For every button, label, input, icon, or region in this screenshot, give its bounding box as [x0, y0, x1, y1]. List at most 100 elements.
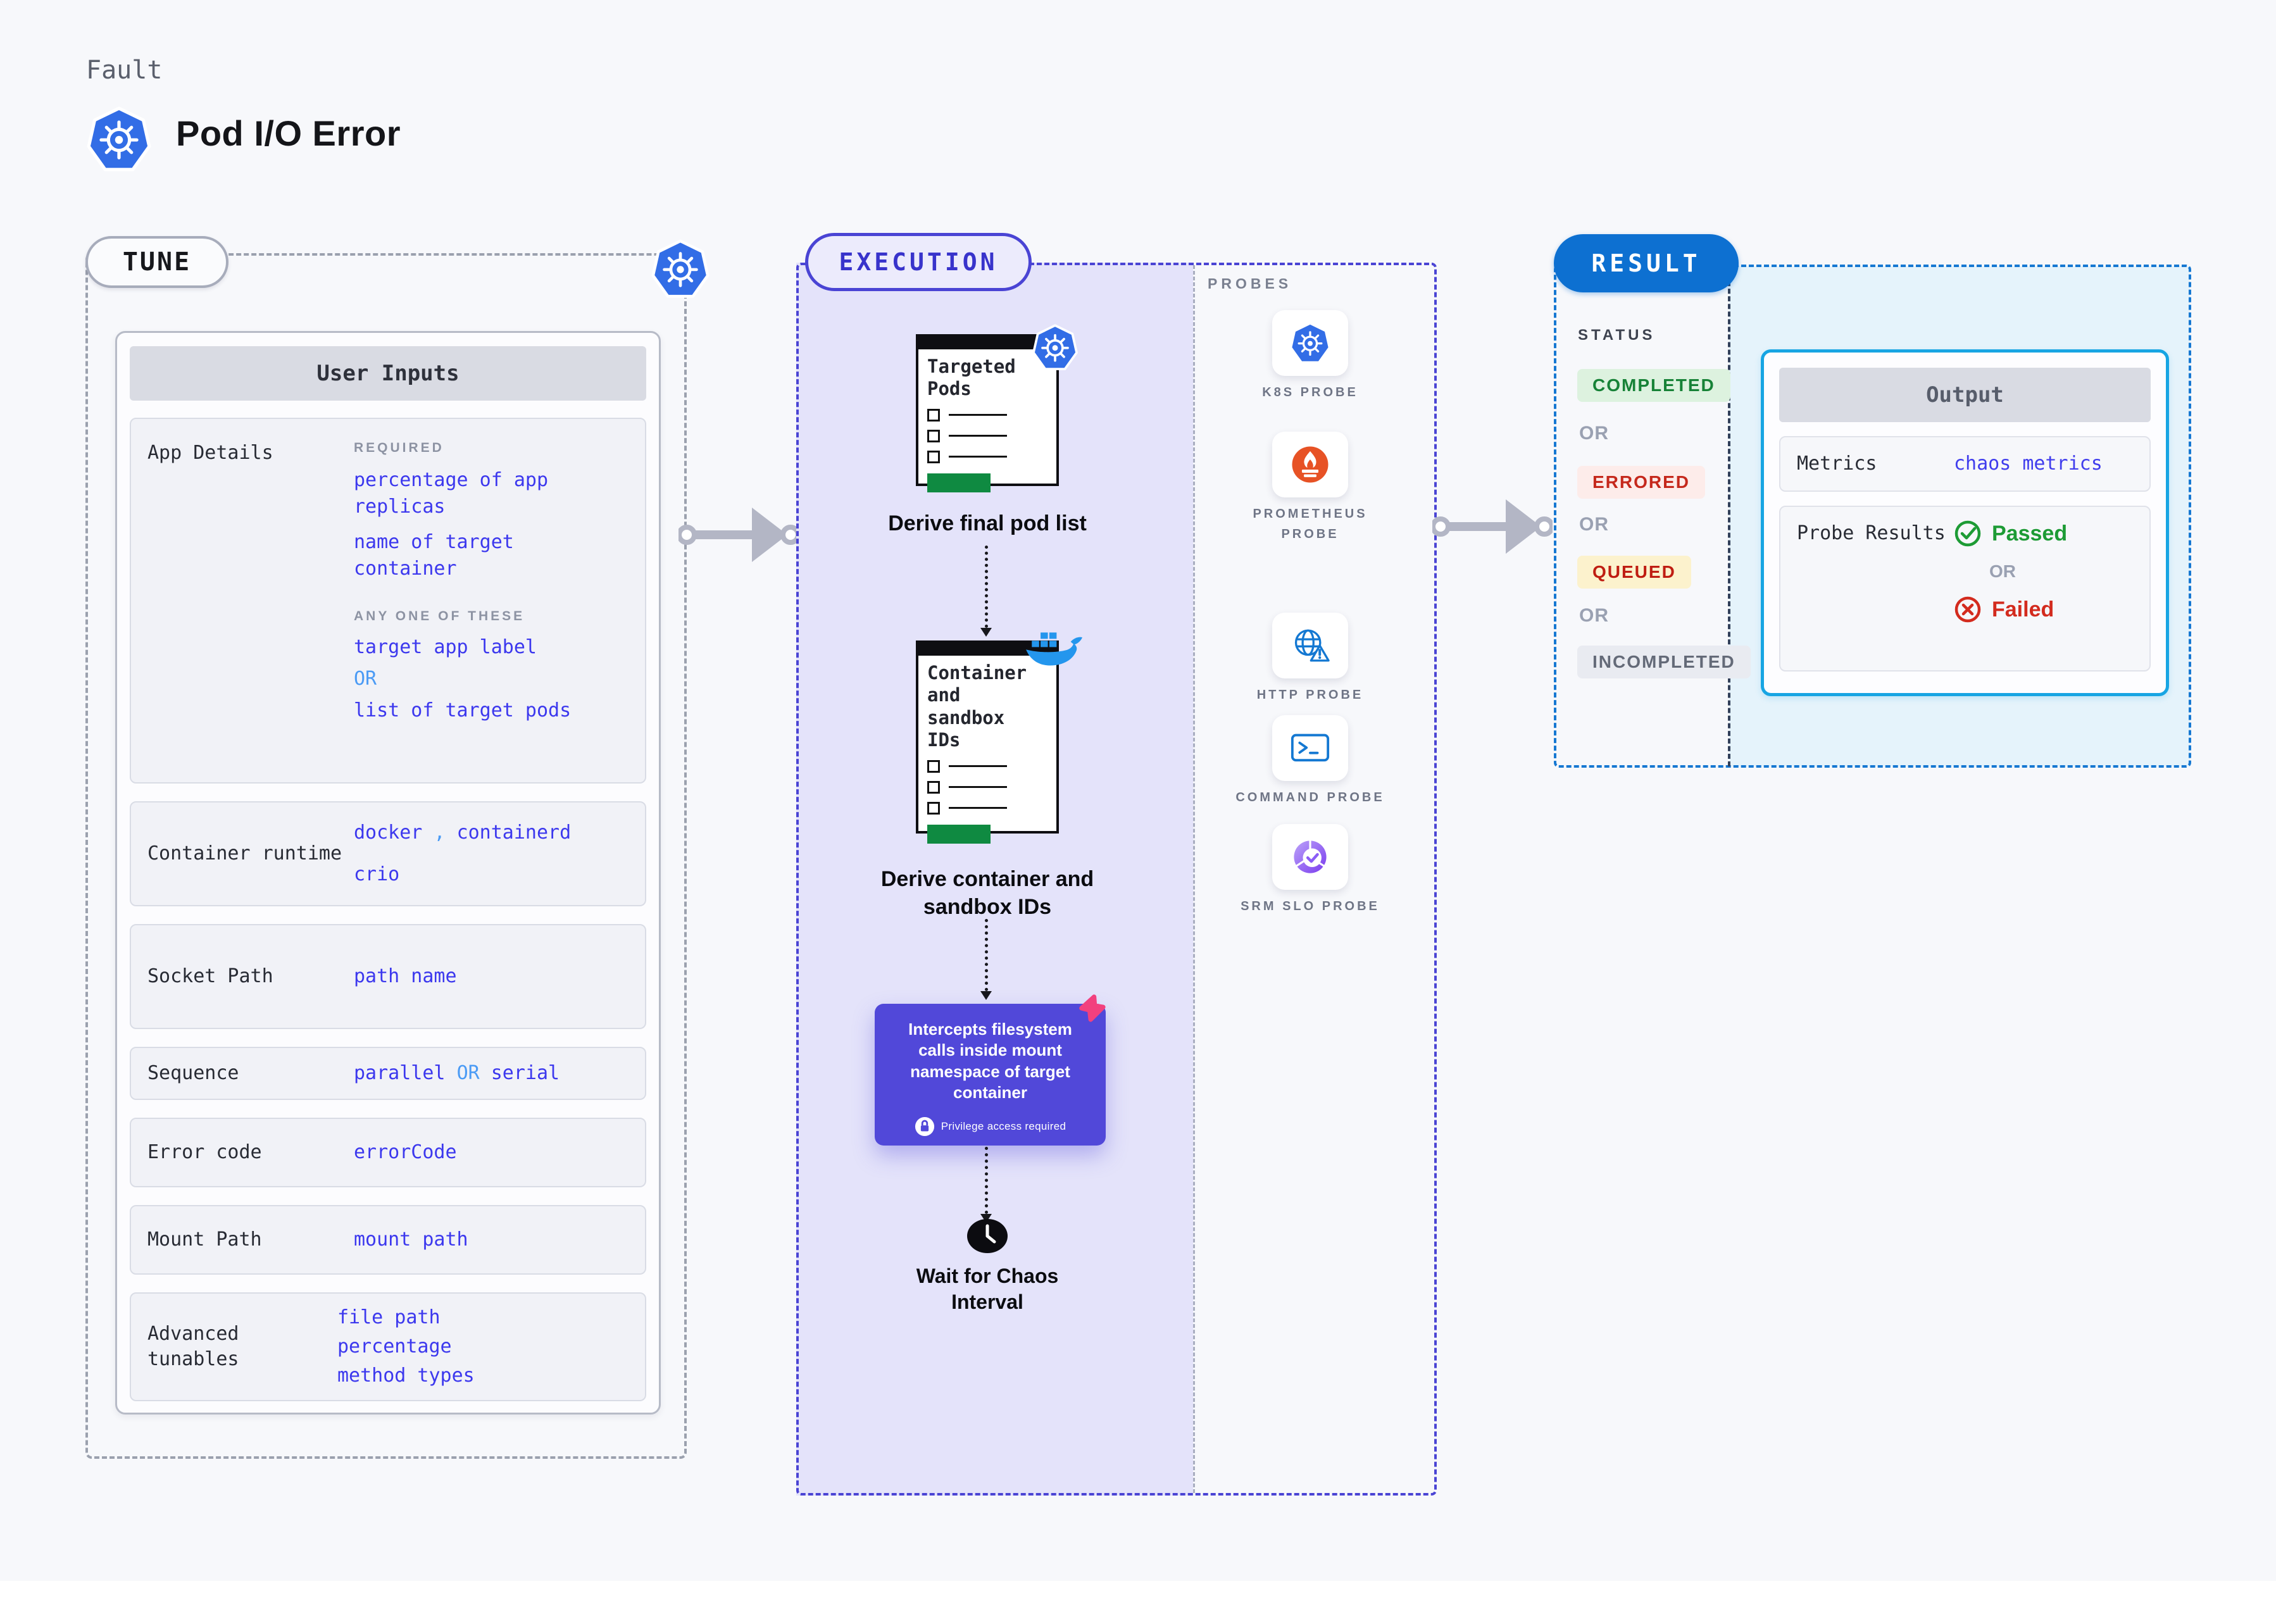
checklist-item [927, 780, 1047, 794]
error-code-value: errorCode [354, 1141, 457, 1163]
row-label: Sequence [147, 1062, 239, 1084]
flow-arrow-execution-to-result [1432, 492, 1553, 561]
dotted-arrow-down [980, 546, 992, 637]
runtime-value: docker [354, 821, 423, 844]
wait-caption: Wait for Chaos Interval [916, 1265, 1059, 1313]
probe-card-prometheus [1272, 432, 1348, 497]
probe-label: HTTP PROBE [1256, 688, 1364, 702]
probe-card-command [1272, 715, 1348, 781]
status-badge-errored: ERRORED [1577, 466, 1706, 499]
status-badge-queued: QUEUED [1577, 556, 1691, 589]
targeted-pods-node: Targeted Pods [916, 334, 1059, 492]
checklist-item [927, 408, 1047, 422]
x-circle-icon [1954, 596, 1982, 623]
page-title: Pod I/O Error [176, 113, 401, 153]
kubernetes-icon [1289, 322, 1331, 364]
intercept-text: Intercepts filesystem calls inside mount… [908, 1020, 1072, 1102]
mount-path-value: mount path [354, 1228, 468, 1251]
or-connector: OR [1579, 605, 1609, 626]
kubernetes-icon [651, 239, 710, 299]
probe-card-srm-slo [1272, 824, 1348, 890]
docker-icon [1024, 628, 1082, 672]
slo-pie-check-icon [1290, 837, 1330, 877]
row-label: Container runtime [147, 842, 342, 865]
kubernetes-icon [86, 106, 152, 172]
result-section-frame [1554, 265, 2191, 768]
status-badge-incompleted: INCOMPLETED [1577, 646, 1751, 678]
checklist-item [927, 429, 1047, 442]
user-inputs-header: User Inputs [130, 346, 646, 401]
metrics-label: Metrics [1797, 453, 1877, 475]
progress-bar [927, 824, 991, 844]
bottom-strip [0, 1581, 2276, 1624]
any-one-heading: ANY ONE OF THESE [354, 609, 525, 623]
probe-results-label: Probe Results [1797, 522, 1946, 544]
socket-path-value: path name [354, 965, 457, 987]
comma-separator: , [434, 821, 446, 844]
progress-bar [927, 473, 991, 492]
row-error-code: Error code errorCode [130, 1118, 646, 1187]
sequence-value: parallel [354, 1062, 446, 1084]
option-value: list of target pods [354, 699, 572, 721]
intercept-step-card: Intercepts filesystem calls inside mount… [875, 1004, 1106, 1146]
row-socket-path: Socket Path path name [130, 924, 646, 1029]
doc-title: Container and sandbox IDs [927, 662, 1027, 751]
checklist-item [927, 450, 1047, 463]
lock-icon [915, 1116, 935, 1137]
status-badge-completed: COMPLETED [1577, 369, 1730, 402]
doc-title-bar [918, 643, 1056, 656]
row-advanced-tunables: Advanced tunables file path percentage m… [130, 1292, 646, 1401]
checklist-item [927, 759, 1047, 773]
node-caption: Derive final pod list [888, 511, 1087, 535]
globe-warning-icon [1289, 625, 1331, 666]
result-section-pill: RESULT [1554, 234, 1739, 292]
execution-section-frame [796, 263, 1437, 1496]
row-app-details: App Details REQUIRED percentage of app r… [130, 418, 646, 784]
row-label: Socket Path [147, 965, 273, 987]
checklist-item [927, 801, 1047, 815]
fault-eyebrow: Fault [86, 56, 163, 85]
or-connector: OR [1579, 514, 1609, 535]
runtime-value: containerd [456, 821, 572, 844]
clock-icon [966, 1218, 1008, 1254]
runtime-value: crio [354, 863, 400, 885]
metrics-row: Metrics chaos metrics [1779, 436, 2151, 492]
failed-label: Failed [1992, 597, 2054, 621]
probes-heading: PROBES [1208, 275, 1292, 292]
row-label: Advanced tunables [147, 1323, 239, 1370]
row-label: App Details [147, 442, 273, 464]
passed-label: Passed [1992, 521, 2068, 546]
probe-card-http [1272, 613, 1348, 678]
row-sequence: Sequence parallel OR serial [130, 1047, 646, 1100]
probe-label: K8S PROBE [1262, 385, 1358, 399]
execution-probes-divider [1193, 265, 1195, 1493]
doc-title: Targeted Pods [927, 356, 1016, 400]
tunable-value: method types [337, 1365, 475, 1387]
sequence-value: serial [491, 1062, 560, 1084]
doc-title-bar [918, 337, 1056, 349]
or-connector: OR [354, 668, 377, 690]
flow-arrow-tune-to-execution [678, 500, 799, 570]
or-connector: OR [1989, 561, 2016, 581]
tune-section-frame [85, 253, 687, 1459]
dotted-arrow-down [980, 919, 992, 1000]
privilege-badge: Privilege access required [941, 1120, 1066, 1132]
probe-label: COMMAND PROBE [1235, 790, 1385, 804]
required-value: name of target container [354, 531, 514, 580]
metrics-value: chaos metrics [1954, 453, 2103, 475]
output-header: Output [1779, 368, 2151, 422]
or-connector: OR [1579, 423, 1609, 444]
tunable-value: percentage [337, 1335, 452, 1358]
probe-label: SRM SLO PROBE [1241, 899, 1380, 913]
execution-section-pill: EXECUTION [805, 233, 1032, 291]
row-label: Error code [147, 1141, 262, 1163]
required-value: percentage of app replicas [354, 469, 549, 518]
check-circle-icon [1954, 520, 1982, 547]
option-value: target app label [354, 636, 537, 658]
row-container-runtime: Container runtime docker , containerd cr… [130, 801, 646, 906]
tune-section-pill: TUNE [85, 236, 228, 288]
probe-card-k8s [1272, 310, 1348, 376]
dotted-arrow-down [980, 1147, 992, 1223]
container-sandbox-ids-node: Container and sandbox IDs [916, 640, 1059, 844]
